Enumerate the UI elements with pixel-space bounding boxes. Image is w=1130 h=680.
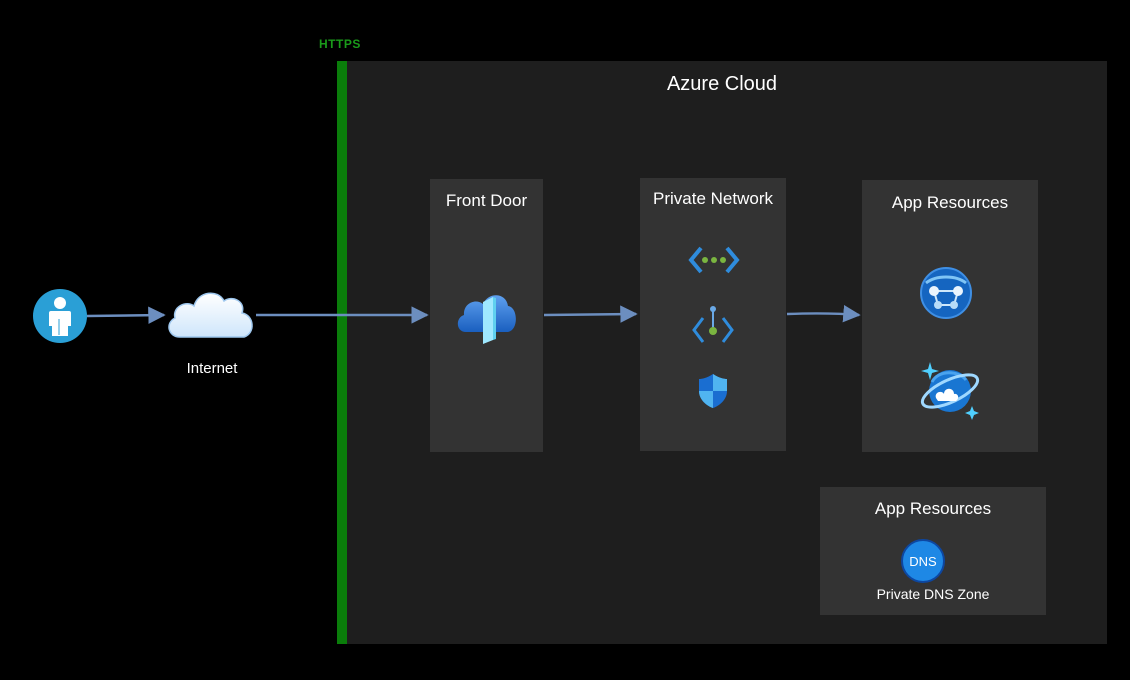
internet-label: Internet <box>186 360 238 377</box>
front-door-title: Front Door <box>445 191 528 210</box>
arrow-frontdoor-to-network <box>543 305 638 323</box>
user-icon <box>33 289 87 343</box>
dns-zone-icon: DNS <box>901 539 945 583</box>
arrow-network-to-resources <box>786 304 861 323</box>
shield-icon <box>699 374 727 408</box>
https-boundary-bar <box>337 61 347 644</box>
private-endpoint-icon <box>692 306 734 343</box>
app-resources-dns-panel: App Resources <box>820 487 1046 615</box>
cloud-icon <box>168 292 253 338</box>
private-dns-zone-label: Private DNS Zone <box>876 586 990 602</box>
arrow-user-to-internet <box>86 306 166 324</box>
virtual-network-icon <box>688 246 740 274</box>
azure-cloud-title: Azure Cloud <box>666 73 778 95</box>
https-label: HTTPS <box>319 37 361 51</box>
app-resources-dns-title: App Resources <box>874 499 992 518</box>
cosmos-db-icon <box>920 362 980 420</box>
front-door-icon <box>457 295 516 344</box>
private-network-title: Private Network <box>653 189 773 208</box>
dns-icon-text: DNS <box>909 554 937 569</box>
app-service-icon <box>920 267 972 319</box>
app-resources-title: App Resources <box>891 193 1009 212</box>
